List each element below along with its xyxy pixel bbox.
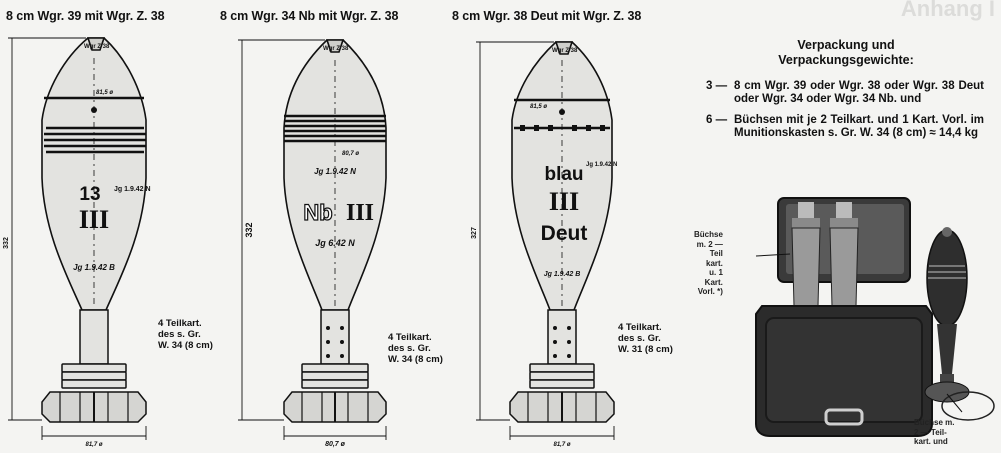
packing-heading: Verpackung und Verpackungsgewichte: <box>746 38 946 68</box>
separate-canister-lid <box>941 391 995 421</box>
band-diameter-label: 81,5 ø <box>96 90 113 96</box>
propellant-callout-wgr38deut: 4 Teilkart. des s. Gr. W. 31 (8 cm) <box>618 322 673 355</box>
lower-marking: Jg 6.42 N <box>315 238 355 248</box>
body-marking-line-1: 13 <box>79 184 100 205</box>
tail-tube <box>79 309 109 365</box>
fuze-label: Wgr Z 38 <box>323 46 349 52</box>
shell-drawing-wgr39: Wgr Z 38 81,5 ø 13 III Jg 1.9.42 N Jg 1.… <box>0 28 170 448</box>
corner-ghost-text: Anhang I <box>900 0 995 21</box>
tail-tube <box>320 309 350 365</box>
tail-tube <box>547 309 577 365</box>
packing-heading-line-1: Verpackung und <box>797 38 895 52</box>
overall-length-label: 327 <box>471 227 478 239</box>
base-diameter-label: 81,7 ø <box>85 442 102 448</box>
packing-item-text: 8 cm Wgr. 39 oder Wgr. 38 oder Wgr. 38 D… <box>734 80 984 105</box>
drawing-title-wgr39: 8 cm Wgr. 39 mit Wgr. Z. 38 <box>6 9 165 23</box>
packing-item-number: 3 — <box>706 80 728 92</box>
packing-item: 6 — Büchsen mit je 2 Teilkart. und 1 Kar… <box>706 114 984 140</box>
lower-marking: Jg 1.9.42 B <box>544 271 581 278</box>
propellant-increment-ring <box>301 363 369 373</box>
propellant-callout-wgr34nb: 4 Teilkart. des s. Gr. W. 34 (8 cm) <box>388 332 443 365</box>
body-marking-line-3: Deut <box>541 222 588 245</box>
base-diameter-label: 81,7 ø <box>553 442 570 448</box>
overall-length-label: 332 <box>244 222 254 237</box>
fuze-label: Wgr Z 38 <box>552 48 578 54</box>
shell-drawing-wgr34nb: Wgr Z 38 80,7 ø Jg 1.9.42 N Nb III Jg 6.… <box>236 28 406 448</box>
propellant-increment-ring <box>61 363 127 373</box>
mid-diameter-label: 80,7 ø <box>342 151 359 157</box>
body-marking-line-2: III <box>549 187 579 216</box>
body-marking-line-2: III <box>79 205 109 234</box>
packing-list: 3 — 8 cm Wgr. 39 oder Wgr. 38 oder Wgr. … <box>706 80 984 148</box>
case-canister-right <box>829 202 859 307</box>
case-handle <box>824 408 864 426</box>
shell-drawing-svg: Wgr Z 38 81,5 ø 13 III Jg 1.9.42 N Jg 1.… <box>3 37 151 448</box>
overall-length-label: 332 <box>3 237 10 249</box>
propellant-callout-wgr39: 4 Teilkart. des s. Gr. W. 34 (8 cm) <box>158 318 213 351</box>
photo-label-bottom: Büchse m. 2 — Teil- kart. und <box>914 418 955 446</box>
lower-marking: Jg 1.9.42 B <box>73 263 115 272</box>
band-diameter-label: 81,5 ø <box>530 104 547 110</box>
case-canister-left <box>791 202 821 307</box>
side-marking: Jg 1.9.42 N <box>114 186 151 193</box>
mortar-round-photo <box>924 227 970 403</box>
packing-item-text: Büchsen mit je 2 Teilkart. und 1 Kart. V… <box>734 114 984 139</box>
shell-drawing-svg: Wgr Z 38 81,5 ø blau III Deut Jg 1.9.42 … <box>471 41 617 448</box>
propellant-increment-ring <box>529 363 595 373</box>
drawing-title-wgr38deut: 8 cm Wgr. 38 Deut mit Wgr. Z. 38 <box>452 9 642 23</box>
base-diameter-label: 80,7 ø <box>325 441 346 448</box>
ammunition-case-photo <box>742 196 998 453</box>
shell-drawing-svg: Wgr Z 38 80,7 ø Jg 1.9.42 N Nb III Jg 6.… <box>238 39 387 448</box>
body-marking-line-1: blau <box>544 164 583 185</box>
side-marking: Jg 1.9.42 N <box>314 167 356 176</box>
fuze-label: Wgr Z 38 <box>84 44 110 50</box>
body-marking-line-1: Nb <box>303 200 332 225</box>
shell-drawing-wgr38deut: Wgr Z 38 81,5 ø blau III Deut Jg 1.9.42 … <box>468 28 638 448</box>
packing-item-number: 6 — <box>706 114 728 126</box>
body-marking-line-2: III <box>346 200 374 226</box>
drawing-title-wgr34nb: 8 cm Wgr. 34 Nb mit Wgr. Z. 38 <box>220 9 399 23</box>
side-marking: Jg 1.9.42 N <box>586 162 617 168</box>
ammunition-case-illustration <box>742 196 998 453</box>
packing-heading-line-2: Verpackungsgewichte: <box>778 53 914 67</box>
photo-label-canister: Büchse m. 2 — Teil kart. u. 1 Kart. Vorl… <box>694 230 723 296</box>
packing-item: 3 — 8 cm Wgr. 39 oder Wgr. 38 oder Wgr. … <box>706 80 984 106</box>
